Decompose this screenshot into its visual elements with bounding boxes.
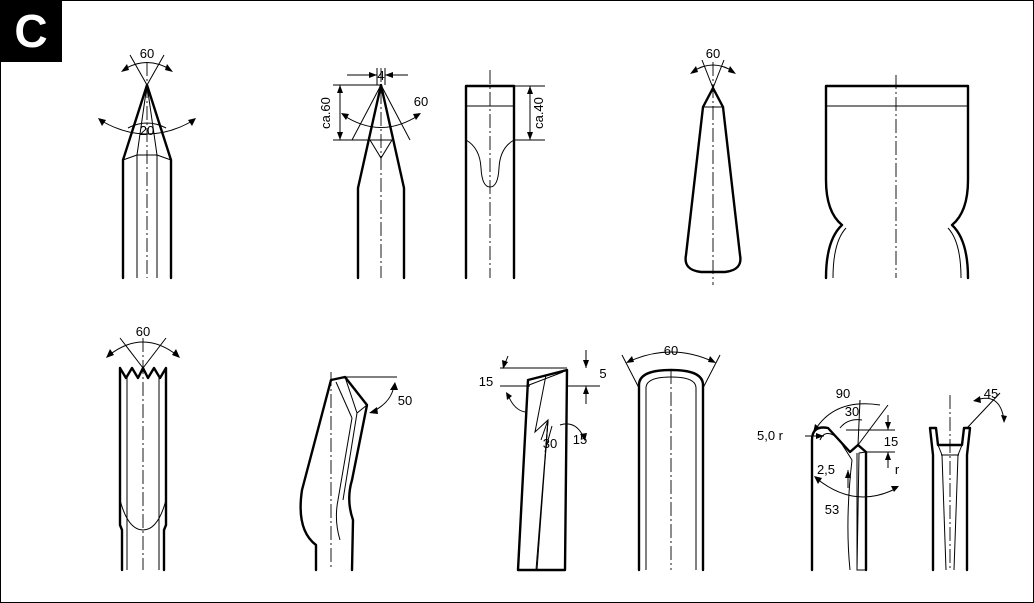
- channel-chisel-offset: 5: [599, 366, 606, 381]
- pointed-chisel-tip-width: 4: [377, 68, 384, 83]
- pointed-chisel-length: ca.60: [318, 97, 333, 129]
- pointed-chisel-tip-angle: 60: [140, 46, 154, 61]
- joint-chisel-angle-inner: 30: [845, 404, 859, 419]
- tapered-point-angle: 60: [706, 46, 720, 61]
- wide-chisel-drawing: [824, 75, 970, 280]
- joint-chisel-r-label: r: [895, 462, 900, 477]
- pointed-chisel-bevel-angle: 20: [140, 123, 154, 138]
- channel-chisel-angle-top: 15: [479, 374, 493, 389]
- joint-chisel-depth: 2,5: [817, 462, 835, 477]
- panel-label: C: [0, 0, 62, 62]
- pointed-chisel-side-drawing: [333, 68, 421, 280]
- joint-chisel-angle-lower: 53: [825, 502, 839, 517]
- tapered-point-drawing: [684, 59, 742, 285]
- rounded-chisel-drawing: [621, 351, 721, 572]
- rounded-chisel-angle: 60: [664, 343, 678, 358]
- toothed-chisel-angle: 60: [136, 324, 150, 339]
- joint-chisel-radius: 5,0 r: [757, 428, 784, 443]
- narrow-chisel-drawing: [928, 392, 1007, 572]
- flat-chisel-length: ca.40: [531, 97, 546, 129]
- pointed-chisel-angle: 60: [414, 94, 428, 109]
- channel-chisel-angle-right: 15: [573, 432, 587, 447]
- gouge-chisel-drawing: [299, 372, 398, 572]
- gouge-chisel-angle: 50: [398, 393, 412, 408]
- channel-chisel-drawing: [500, 350, 600, 572]
- toothed-chisel-drawing: [106, 337, 180, 572]
- joint-chisel-angle: 90: [836, 386, 850, 401]
- joint-chisel-height: 15: [884, 434, 898, 449]
- pointed-chisel-drawing: [98, 54, 196, 280]
- channel-chisel-angle-bottom: 30: [543, 436, 557, 451]
- joint-chisel-drawing: [805, 399, 899, 572]
- narrow-chisel-angle: 45: [984, 386, 998, 401]
- flat-chisel-side-drawing: [464, 70, 545, 280]
